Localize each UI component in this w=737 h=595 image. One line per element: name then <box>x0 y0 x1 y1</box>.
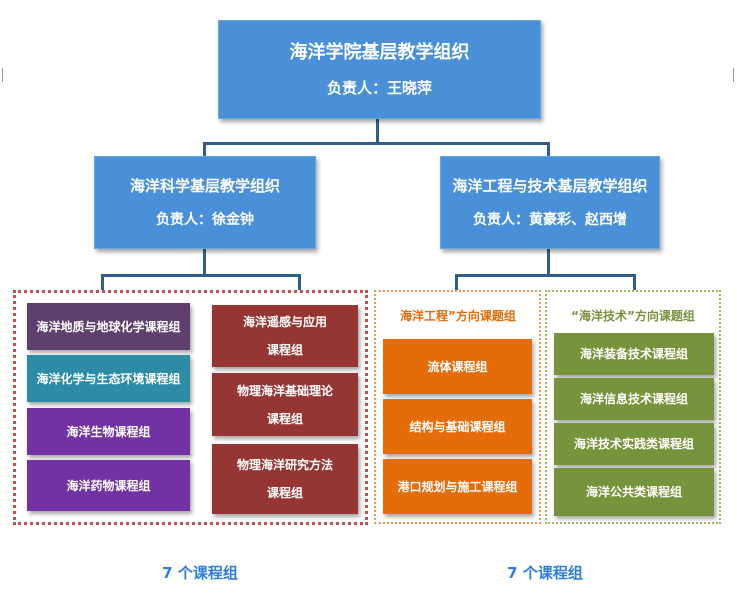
science-org-lead: 负责人：徐金钟 <box>156 211 254 228</box>
course-biology-label: 海洋生物课程组 <box>66 424 151 439</box>
course-remote-sensing: 海洋遥感与应用 课程组 <box>212 305 358 367</box>
course-fluid: 流体课程组 <box>383 339 532 394</box>
course-physical-theory-line2: 课程组 <box>266 411 303 426</box>
course-pharmacy-label: 海洋药物课程组 <box>66 478 151 493</box>
science-org-box: 海洋科学基层教学组织 负责人：徐金钟 <box>94 156 316 249</box>
course-physical-theory: 物理海洋基础理论 课程组 <box>212 373 358 436</box>
course-physical-methods-line2: 课程组 <box>266 486 303 500</box>
engineering-org-lead: 负责人：黄豪彩、赵西增 <box>473 211 627 228</box>
course-pharmacy: 海洋药物课程组 <box>27 460 190 511</box>
course-fluid-label: 流体课程组 <box>427 359 488 374</box>
course-practice: 海洋技术实践类课程组 <box>554 423 714 465</box>
course-chemistry-label: 海洋化学与生态环境课程组 <box>36 371 181 386</box>
right-margin-mark <box>727 68 734 82</box>
top-org-title: 海洋学院基层教学组织 <box>289 41 470 63</box>
course-structure-label: 结构与基础课程组 <box>409 419 506 434</box>
course-chemistry: 海洋化学与生态环境课程组 <box>27 355 190 402</box>
science-course-count: 7 个课程组 <box>162 564 238 582</box>
course-public-label: 海洋公共类课程组 <box>585 485 682 499</box>
left-margin-mark <box>2 68 9 82</box>
course-remote-sensing-line2: 课程组 <box>266 343 303 357</box>
course-public: 海洋公共类课程组 <box>554 468 714 516</box>
course-practice-label: 海洋技术实践类课程组 <box>573 437 694 451</box>
course-port-label: 港口规划与施工课程组 <box>397 479 518 494</box>
connector-top-bar <box>203 142 550 145</box>
connector-eng-bar <box>455 274 636 277</box>
top-org-lead: 负责人：王晓萍 <box>326 78 432 97</box>
technology-group-heading: “海洋技术”方向课题组 <box>571 309 695 323</box>
science-group-frame <box>13 290 368 525</box>
course-physical-theory-line1: 物理海洋基础理论 <box>236 383 333 398</box>
course-information-label: 海洋信息技术课程组 <box>579 392 688 406</box>
connector-eng-left <box>455 274 458 290</box>
course-structure: 结构与基础课程组 <box>383 399 532 454</box>
course-physical-methods-line1: 物理海洋研究方法 <box>236 458 333 472</box>
course-equipment-label: 海洋装备技术课程组 <box>579 347 688 361</box>
connector-science-right <box>298 274 301 290</box>
course-geology: 海洋地质与地球化学课程组 <box>27 303 190 350</box>
engineering-org-box: 海洋工程与技术基层教学组织 负责人：黄豪彩、赵西增 <box>440 156 660 249</box>
technology-course-count: 7 个课程组 <box>507 564 583 582</box>
top-org-box: 海洋学院基层教学组织 负责人：王晓萍 <box>218 20 541 119</box>
technology-group-frame <box>545 290 721 524</box>
connector-science-left <box>101 274 104 290</box>
connector-science-stem <box>203 248 206 276</box>
course-geology-label: 海洋地质与地球化学课程组 <box>36 319 181 334</box>
engineering-org-title: 海洋工程与技术基层教学组织 <box>452 176 648 195</box>
course-biology: 海洋生物课程组 <box>27 408 190 455</box>
science-org-title: 海洋科学基层教学组织 <box>129 176 280 195</box>
course-equipment: 海洋装备技术课程组 <box>554 333 714 375</box>
connector-science-bar <box>101 274 301 277</box>
engineering-group-heading: 海洋工程”方向课题组 <box>400 309 516 323</box>
course-remote-sensing-line1: 海洋遥感与应用 <box>242 315 327 329</box>
course-port: 港口规划与施工课程组 <box>383 459 532 514</box>
connector-eng-stem <box>547 248 550 276</box>
course-information: 海洋信息技术课程组 <box>554 378 714 420</box>
connector-right-drop <box>547 142 550 157</box>
course-physical-methods: 物理海洋研究方法 课程组 <box>212 444 358 514</box>
engineering-group-frame <box>374 290 541 524</box>
connector-top-stem <box>376 118 379 143</box>
connector-eng-right <box>633 274 636 290</box>
connector-left-drop <box>203 142 206 157</box>
